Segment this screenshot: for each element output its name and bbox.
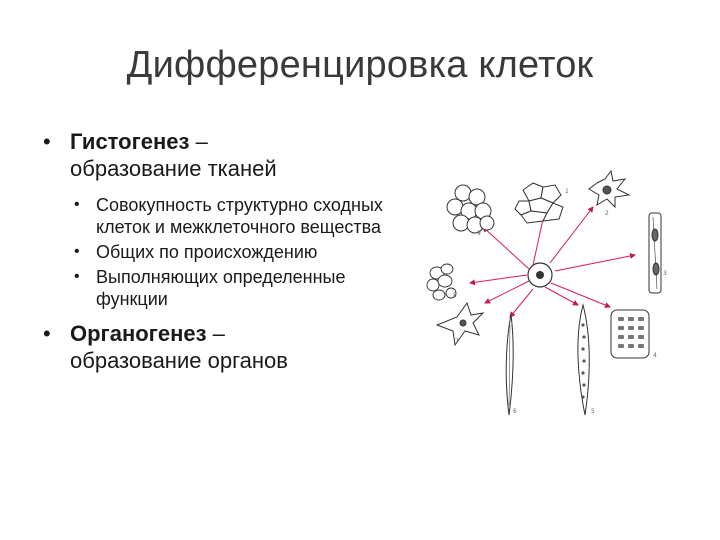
bullet-dot-icon: • [43, 321, 51, 346]
figure-label: 7 [455, 338, 459, 345]
term-dash: – [206, 321, 225, 346]
bullet-dot-icon: • [74, 268, 80, 285]
bullet-organogenesis: • Органогенез – образование органов [40, 320, 400, 374]
bullet-dot-icon: • [43, 129, 51, 154]
striated-cell [610, 309, 650, 359]
figure-label: 8 [453, 292, 457, 299]
figure-label: 3 [663, 270, 667, 277]
subpoint: • Выполняющих определенные функции [74, 266, 400, 310]
spindle-cell-long [577, 303, 590, 416]
figure-label: 4 [653, 352, 657, 359]
histogenesis-subpoints: • Совокупность структурно сходных клеток… [40, 194, 400, 310]
bullet-histogenesis: • Гистогенез – образование тканей [40, 128, 400, 182]
term-histogenesis: Гистогенез [70, 129, 190, 154]
bullet-dot-icon: • [74, 196, 80, 213]
stellate-cell [435, 301, 485, 347]
glandular-cells [446, 184, 495, 234]
slide-title: Дифференцировка клеток [126, 44, 594, 86]
figure-label: 6 [513, 408, 517, 415]
figure-label: 2 [605, 210, 609, 217]
subpoint-text: Общих по происхождению [96, 242, 318, 262]
slide-content: • Гистогенез – образование тканей • Сово… [40, 128, 400, 386]
figure-label: 1 [565, 188, 569, 195]
organogenesis-description: образование органов [70, 348, 288, 373]
spindle-cell-thin [505, 314, 514, 416]
stem-cell [527, 262, 553, 288]
subpoint-text: Выполняющих определенные функции [96, 267, 346, 309]
figure-label: 9 [477, 230, 481, 237]
cell-differentiation-figure: 1 2 3 4 5 6 7 8 9 [426, 169, 667, 416]
muscle-fiber [648, 212, 662, 294]
subpoint-text: Совокупность структурно сходных клеток и… [96, 195, 383, 237]
epithelial-cells [514, 182, 564, 224]
cell-cluster-small [426, 263, 457, 301]
figure-label: 5 [591, 408, 595, 415]
subpoint: • Общих по происхождению [74, 241, 400, 263]
bullet-dot-icon: • [74, 243, 80, 260]
term-organogenesis: Органогенез [70, 321, 207, 346]
differentiation-arrows [469, 206, 636, 318]
histogenesis-description: образование тканей [70, 156, 277, 181]
term-dash: – [189, 129, 208, 154]
subpoint: • Совокупность структурно сходных клеток… [74, 194, 400, 238]
figure-labels: 1 2 3 4 5 6 7 8 9 [453, 188, 667, 415]
neuron-cell [588, 169, 631, 209]
